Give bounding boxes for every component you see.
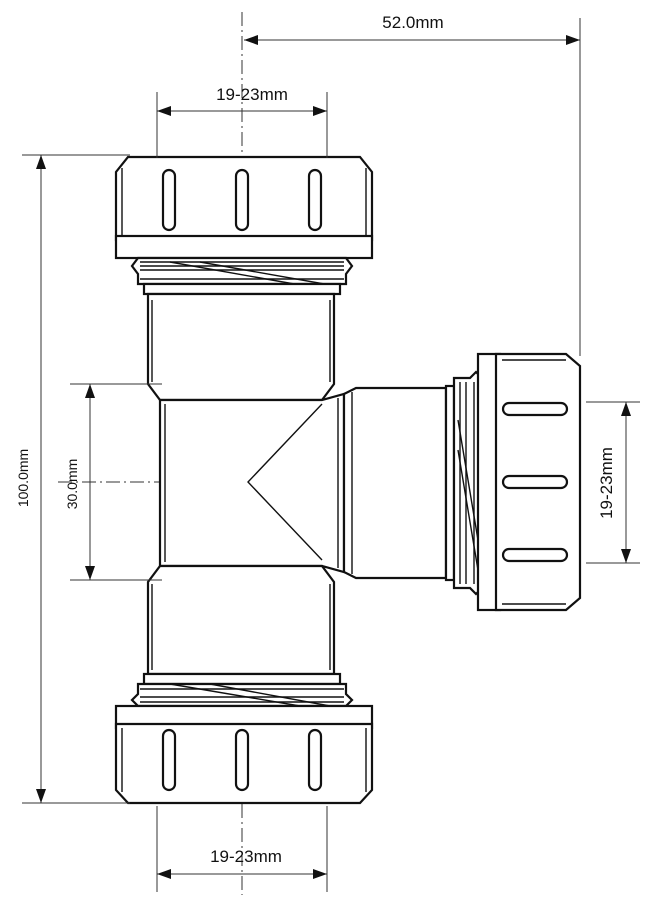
side-compression-nut bbox=[476, 352, 582, 612]
dimension-branch-length bbox=[244, 18, 581, 356]
side-thread bbox=[444, 370, 484, 596]
top-thread bbox=[130, 256, 354, 296]
bottom-thread bbox=[130, 672, 354, 708]
overall-height-label: 100.0mm bbox=[15, 449, 31, 507]
top-socket-body bbox=[146, 292, 336, 402]
branch-length-label: 52.0mm bbox=[382, 13, 443, 32]
tee-main-body bbox=[158, 392, 346, 574]
dimension-top-pipe bbox=[156, 92, 328, 158]
dimension-body-diameter bbox=[70, 383, 162, 581]
bottom-socket-body bbox=[146, 564, 336, 676]
top-compression-nut bbox=[114, 155, 374, 260]
dimension-bottom-pipe bbox=[156, 806, 328, 892]
side-pipe-label: 19-23mm bbox=[597, 447, 616, 519]
body-diameter-label: 30.0mm bbox=[64, 459, 80, 510]
bottom-pipe-label: 19-23mm bbox=[210, 847, 282, 866]
dimension-side-pipe bbox=[586, 401, 640, 564]
dimension-overall-height bbox=[22, 154, 130, 804]
top-pipe-label: 19-23mm bbox=[216, 85, 288, 104]
bottom-compression-nut bbox=[114, 704, 374, 805]
side-branch-body bbox=[342, 386, 448, 580]
